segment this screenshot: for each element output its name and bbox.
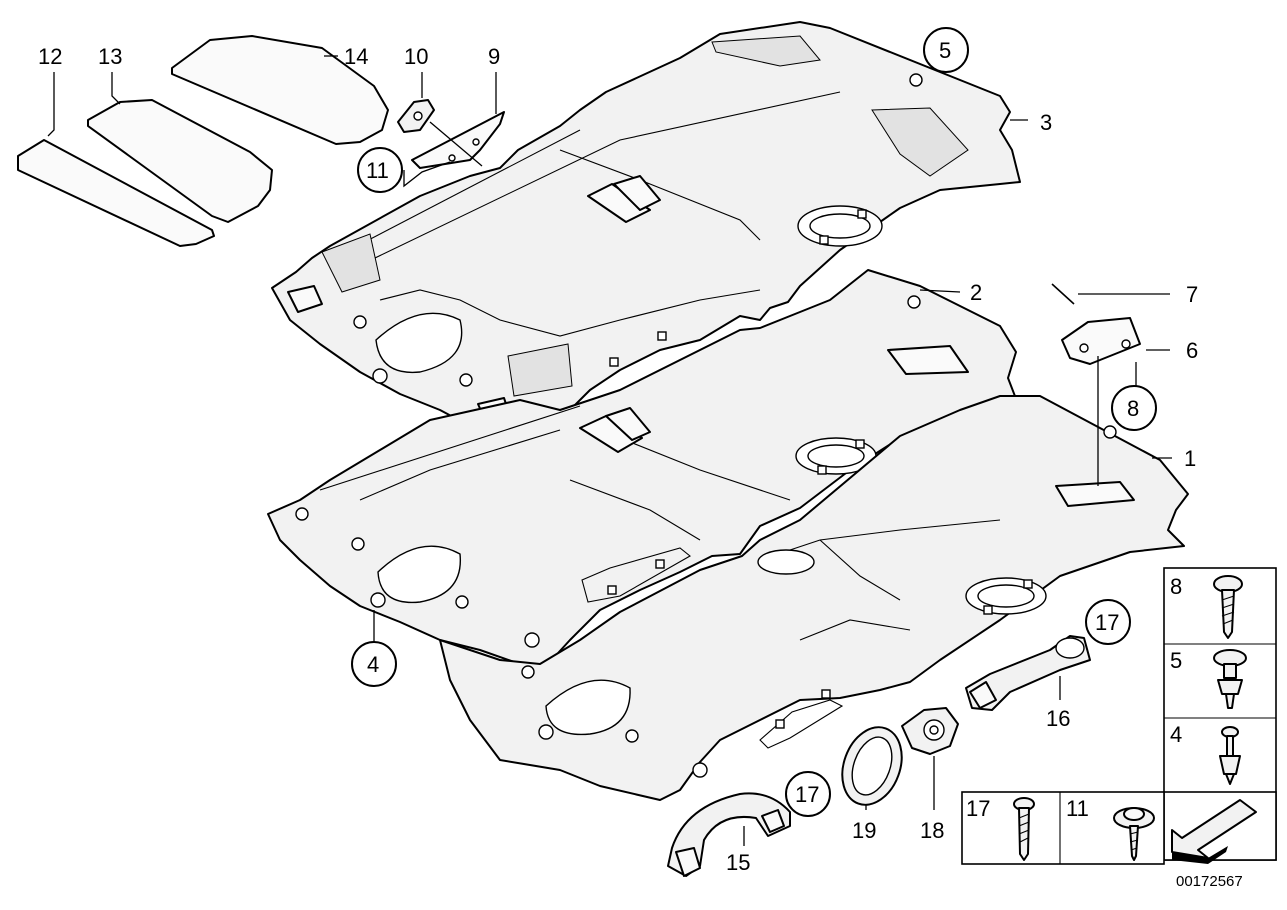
callout-8: 8 <box>1127 396 1139 421</box>
callout-10: 10 <box>404 44 428 69</box>
legend-label-8: 8 <box>1170 574 1182 599</box>
legend-label-11: 11 <box>1066 796 1089 821</box>
headliner-part-2 <box>267 269 1019 665</box>
arrow-icon <box>1163 791 1277 864</box>
insulation-mat-14 <box>171 35 389 145</box>
cover-part-6 <box>1061 317 1141 365</box>
callout-17a: 17 <box>1095 610 1119 635</box>
legend-label-4: 4 <box>1170 722 1182 747</box>
callout-circle-17b <box>785 771 831 817</box>
callout-14: 14 <box>344 44 368 69</box>
frame-part-19 <box>841 726 903 806</box>
rivet-icon <box>1219 726 1241 785</box>
lamp-part-18 <box>901 707 959 755</box>
callout-circle-17a <box>1085 599 1131 645</box>
callout-13: 13 <box>98 44 122 69</box>
clip-part-10 <box>397 99 435 133</box>
callout-15: 15 <box>726 850 750 875</box>
callout-11: 11 <box>366 158 389 183</box>
insulation-mat-12 <box>17 139 215 247</box>
callout-circle-8 <box>1111 385 1157 431</box>
leader-lines <box>47 55 1172 846</box>
callout-2: 2 <box>970 280 982 305</box>
callout-18: 18 <box>920 818 944 843</box>
screw-icon <box>1213 575 1243 639</box>
headliner-part-3 <box>271 21 1021 437</box>
pin-part-7 <box>1051 283 1075 305</box>
callouts: 12 13 14 10 9 11 5 3 2 7 6 8 1 4 17 16 1… <box>38 27 1198 875</box>
insulation-mat-13 <box>87 99 273 223</box>
bracket-part-9 <box>411 111 505 169</box>
callout-17b: 17 <box>795 782 819 807</box>
clip-icon <box>1213 649 1247 709</box>
callout-7: 7 <box>1186 282 1198 307</box>
bolt-icon <box>1013 797 1035 861</box>
headliner-part-1 <box>439 395 1189 801</box>
callout-circle-4 <box>351 641 397 687</box>
reference-number: 00172567 <box>1176 873 1243 890</box>
callout-3: 3 <box>1040 110 1052 135</box>
legend-label-17: 17 <box>966 796 990 821</box>
callout-circle-5 <box>923 27 969 73</box>
callout-9: 9 <box>488 44 500 69</box>
callout-12: 12 <box>38 44 62 69</box>
callout-1: 1 <box>1184 446 1196 471</box>
grab-handle-part-15 <box>667 792 791 877</box>
callout-19: 19 <box>852 818 876 843</box>
callout-4: 4 <box>367 652 379 677</box>
washer-screw-icon <box>1113 807 1155 861</box>
callout-5: 5 <box>939 38 951 63</box>
fastener-legend: 8 5 4 17 <box>961 567 1277 865</box>
callout-16: 16 <box>1046 706 1070 731</box>
callout-circle-11 <box>357 147 403 193</box>
grab-handle-part-16 <box>965 635 1091 711</box>
callout-6: 6 <box>1186 338 1198 363</box>
legend-label-5: 5 <box>1170 648 1182 673</box>
